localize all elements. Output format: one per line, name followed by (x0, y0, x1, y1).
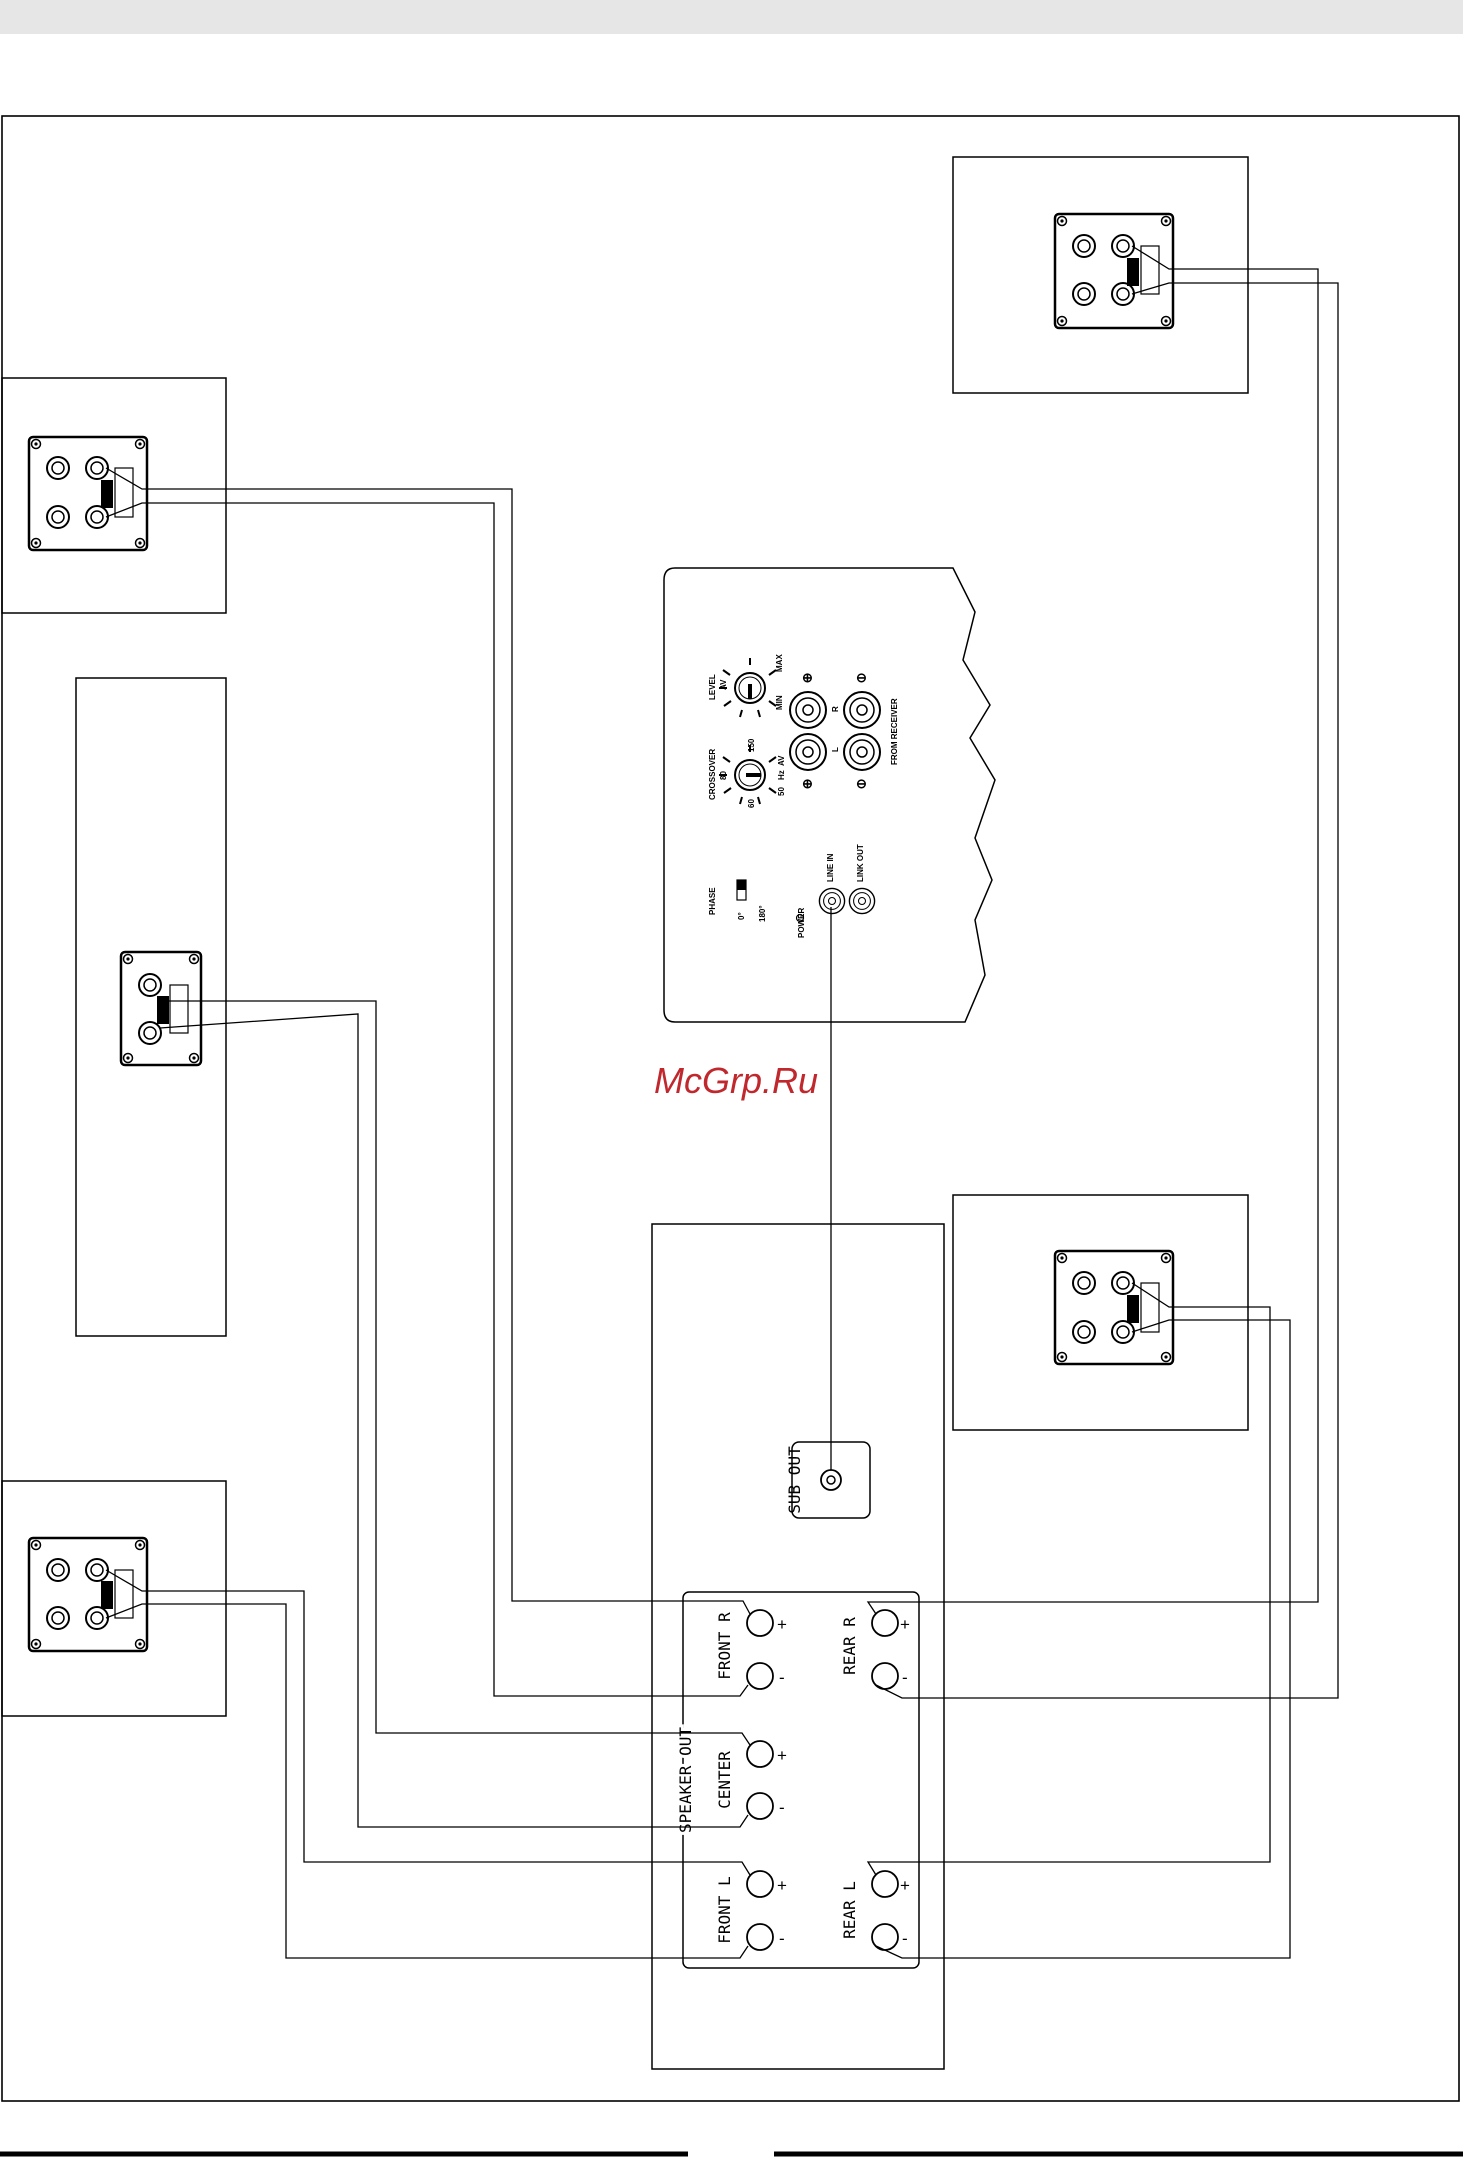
front-right-speaker-terminal-plate (29, 437, 147, 550)
rear-r-minus-wire (876, 283, 1338, 1698)
channel-l-label: L (831, 747, 840, 752)
center-minus-wire (160, 1014, 748, 1827)
from-receiver-label: FROM RECEIVER (890, 698, 899, 765)
rear-r-label: REAR R (840, 1617, 859, 1675)
phase-180-label: 180° (758, 905, 767, 922)
center-minus-terminal[interactable] (747, 1793, 773, 1819)
level-label: LEVEL (708, 674, 717, 700)
front-l-plus-terminal[interactable] (747, 1871, 773, 1897)
front-l-minus-sign: - (779, 1929, 785, 1948)
crossover-60-label: 60 (747, 799, 756, 808)
front-r-minus-terminal[interactable] (747, 1663, 773, 1689)
rear-left-speaker-terminal-plate (1055, 1251, 1173, 1364)
power-label: POWER (797, 908, 806, 938)
center-plus-wire (160, 1001, 750, 1745)
crossover-hz-label: Hz (777, 770, 786, 780)
watermark: McGrp.Ru (654, 1060, 818, 1101)
front-l-minus-terminal[interactable] (747, 1924, 773, 1950)
receiver-box (652, 1224, 944, 2069)
phase-0-label: 0° (737, 912, 746, 920)
input-jack-r-minus[interactable] (844, 692, 880, 728)
link-out-label: LINK OUT (856, 844, 865, 882)
front-l-plus-wire (106, 1570, 750, 1875)
subwoofer-panel: LEVEL AV MIN MAX CROSSOVER 80 60 50 Hz A… (664, 568, 995, 1022)
crossover-150-label: 150 (747, 738, 756, 752)
front-r-label: FRONT R (715, 1612, 734, 1680)
rear-r-minus-sign: - (902, 1668, 908, 1687)
front-l-label: FRONT L (715, 1876, 734, 1943)
plus-symbol-top: ⊕ (802, 670, 813, 685)
minus-symbol-top: ⊖ (856, 670, 867, 685)
level-av-label: AV (719, 679, 728, 690)
wires (106, 246, 1338, 1958)
level-min-label: MIN (775, 695, 784, 710)
channel-r-label: R (831, 706, 840, 712)
phase-av-label: AV (737, 879, 746, 890)
rear-r-plus-wire (868, 246, 1318, 1614)
rear-right-speaker-terminal-plate (1055, 214, 1173, 328)
input-jack-r-plus[interactable] (790, 692, 826, 728)
center-plus-sign: + (777, 1746, 787, 1765)
front-r-minus-sign: - (779, 1668, 785, 1687)
level-max-label: MAX (775, 654, 784, 672)
rear-l-plus-wire (868, 1283, 1270, 1875)
front-l-plus-sign: + (777, 1876, 787, 1895)
front-r-plus-sign: + (777, 1615, 787, 1634)
center-plus-terminal[interactable] (747, 1741, 773, 1767)
minus-symbol-bottom: ⊖ (856, 776, 867, 791)
line-in-label: LINE IN (826, 853, 835, 882)
front-r-plus-wire (106, 468, 750, 1614)
sub-out-jack[interactable] (821, 1470, 841, 1490)
crossover-50-label: 50 (777, 787, 786, 796)
line-in-jack[interactable] (819, 888, 844, 913)
rear-l-plus-sign: + (900, 1876, 910, 1895)
rear-l-minus-terminal[interactable] (872, 1924, 898, 1950)
center-label: CENTER (715, 1751, 734, 1809)
input-jack-l-plus[interactable] (790, 734, 826, 770)
crossover-av-label: AV (777, 755, 786, 766)
center-minus-sign: - (779, 1798, 785, 1817)
rear-l-label: REAR L (840, 1881, 859, 1939)
crossover-label: CROSSOVER (708, 749, 717, 800)
link-out-jack[interactable] (849, 888, 874, 913)
plus-symbol-bottom: ⊕ (802, 776, 813, 791)
rear-l-minus-sign: - (902, 1929, 908, 1948)
front-left-speaker-terminal-plate (29, 1538, 147, 1651)
input-jack-l-minus[interactable] (844, 734, 880, 770)
crossover-80-label: 80 (719, 771, 728, 780)
phase-label: PHASE (708, 887, 717, 915)
rear-r-plus-sign: + (900, 1615, 910, 1634)
speaker-out-label: SPEAKER OUT (676, 1727, 695, 1833)
center-speaker-terminal-plate (121, 952, 201, 1065)
front-r-plus-terminal[interactable] (747, 1610, 773, 1636)
sub-out-label: SUB OUT (785, 1446, 804, 1514)
rear-r-minus-terminal[interactable] (872, 1663, 898, 1689)
